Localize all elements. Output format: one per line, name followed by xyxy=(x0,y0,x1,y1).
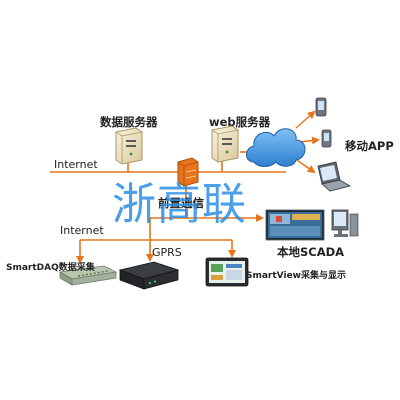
server-icon xyxy=(115,127,143,165)
watermark: 浙高联 xyxy=(112,179,247,230)
local-scada-label: 本地SCADA xyxy=(277,245,345,259)
laptop-icon xyxy=(317,161,352,192)
internet-top-label: Internet xyxy=(54,158,98,171)
link-phone-1 xyxy=(295,110,316,129)
server-icon xyxy=(211,125,239,163)
smartview-label: SmartView采集与显示 xyxy=(246,271,346,281)
firewall-icon xyxy=(177,157,199,187)
mobile-app-label: 移动APP xyxy=(345,139,394,153)
monitor-icon xyxy=(331,209,359,237)
scada-screen-icon xyxy=(265,209,325,241)
link-laptop xyxy=(293,157,316,174)
web-server-label: web服务器 xyxy=(209,115,271,129)
gprs-label: GPRS xyxy=(152,246,182,259)
phone-icon xyxy=(321,129,332,148)
data-server-label: 数据服务器 xyxy=(100,115,158,129)
front-comm-label: 前置通信 xyxy=(158,196,204,210)
phone-icon xyxy=(315,97,327,117)
hmi-panel-icon xyxy=(205,257,249,287)
cloud-icon xyxy=(246,128,306,167)
gateway-device-icon xyxy=(118,261,180,290)
internet-left-label: Internet xyxy=(60,224,104,237)
smartdaq-label: SmartDAQ数据采集 xyxy=(6,263,95,273)
daq-device-icon xyxy=(58,265,118,286)
